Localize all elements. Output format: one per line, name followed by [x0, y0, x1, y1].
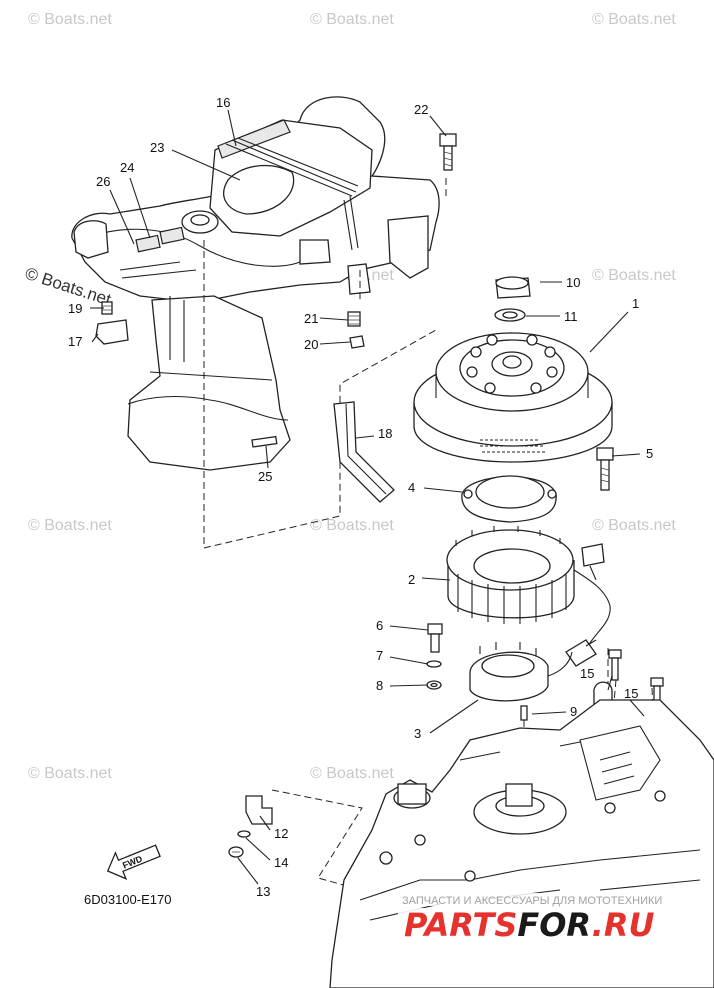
brand-parts: PARTS	[404, 906, 517, 944]
stator-part-2	[446, 526, 611, 647]
screw-part-6	[427, 623, 443, 653]
partsfor-logo: ЗАПЧАСТИ И АКСЕССУАРЫ ДЛЯ МОТОТЕХНИКИ PA…	[398, 893, 698, 944]
svg-text:PARTSFOR.RU: PARTSFOR.RU	[404, 906, 654, 944]
grommet-part-17	[95, 319, 129, 345]
callout-24: 24	[120, 160, 134, 175]
bracket-part-12	[245, 795, 273, 825]
diagram-code: 6D03100-E170	[84, 892, 171, 907]
watermark-text: © Boats.net	[28, 765, 112, 782]
collar-part-20	[349, 335, 365, 349]
pin-part-9	[520, 705, 528, 721]
callout-7: 7	[376, 648, 383, 663]
callout-9: 9	[570, 704, 577, 719]
callout-6: 6	[376, 618, 383, 633]
pulser-coil-part-3	[469, 642, 573, 702]
engine-block	[329, 699, 714, 988]
callout-21: 21	[304, 311, 318, 326]
callout-3: 3	[414, 726, 421, 741]
pulser-plate-part-4	[461, 475, 557, 523]
callout-4: 4	[408, 480, 415, 495]
callout-15-a: 15	[580, 666, 594, 681]
bolt-part-22	[439, 133, 457, 171]
callout-12: 12	[274, 826, 288, 841]
screw-part-13	[228, 846, 244, 858]
callout-labels: 1 2 3 4 5 6 7 8 9 10 11 12 13 14 15 15 1…	[68, 95, 653, 899]
fwd-arrow-icon: FWD	[106, 844, 161, 880]
callout-22: 22	[414, 102, 428, 117]
callout-5: 5	[646, 446, 653, 461]
brand-tagline: ЗАПЧАСТИ И АКСЕССУАРЫ ДЛЯ МОТОТЕХНИКИ	[402, 895, 662, 907]
callout-23: 23	[150, 140, 164, 155]
watermark-text: © Boats.net	[310, 765, 394, 782]
flywheel-part-1	[413, 332, 613, 463]
washer-part-8	[426, 680, 442, 690]
connector	[565, 639, 597, 667]
brand-for: FOR	[517, 906, 591, 944]
callout-19: 19	[68, 301, 82, 316]
callout-18: 18	[378, 426, 392, 441]
washer-part-7	[426, 660, 442, 668]
callout-8: 8	[376, 678, 383, 693]
watermark-text: © Boats.net	[310, 517, 394, 534]
callout-15-b: 15	[624, 686, 638, 701]
callout-13: 13	[256, 884, 270, 899]
callout-1: 1	[632, 296, 639, 311]
leader-lines	[90, 109, 645, 885]
watermark-text: © Boats.net	[592, 517, 676, 534]
watermark-text: © Boats.net	[592, 11, 676, 28]
lower-cover-assembly	[127, 295, 291, 471]
callout-17: 17	[68, 334, 82, 349]
callout-14: 14	[274, 855, 288, 870]
callout-16: 16	[216, 95, 230, 110]
bolt-part-5	[596, 447, 614, 491]
watermark-text: © Boats.net	[28, 517, 112, 534]
callout-25: 25	[258, 469, 272, 484]
callout-11: 11	[564, 309, 578, 324]
brand-ru: .RU	[592, 906, 655, 944]
callout-10: 10	[566, 275, 580, 290]
callout-26: 26	[96, 174, 110, 189]
callout-20: 20	[304, 337, 318, 352]
watermark-text: © Boats.net	[592, 267, 676, 284]
callout-2: 2	[408, 572, 415, 587]
flywheel-cover-part-23	[71, 96, 440, 301]
spring-part-21	[347, 311, 361, 327]
watermark-text: © Boats.net	[310, 11, 394, 28]
bracket-part-18	[333, 401, 395, 503]
nut-part-10	[495, 276, 531, 299]
watermark-text: © Boats.net	[28, 11, 112, 28]
washer-part-14	[237, 830, 251, 838]
washer-part-11	[494, 308, 526, 322]
